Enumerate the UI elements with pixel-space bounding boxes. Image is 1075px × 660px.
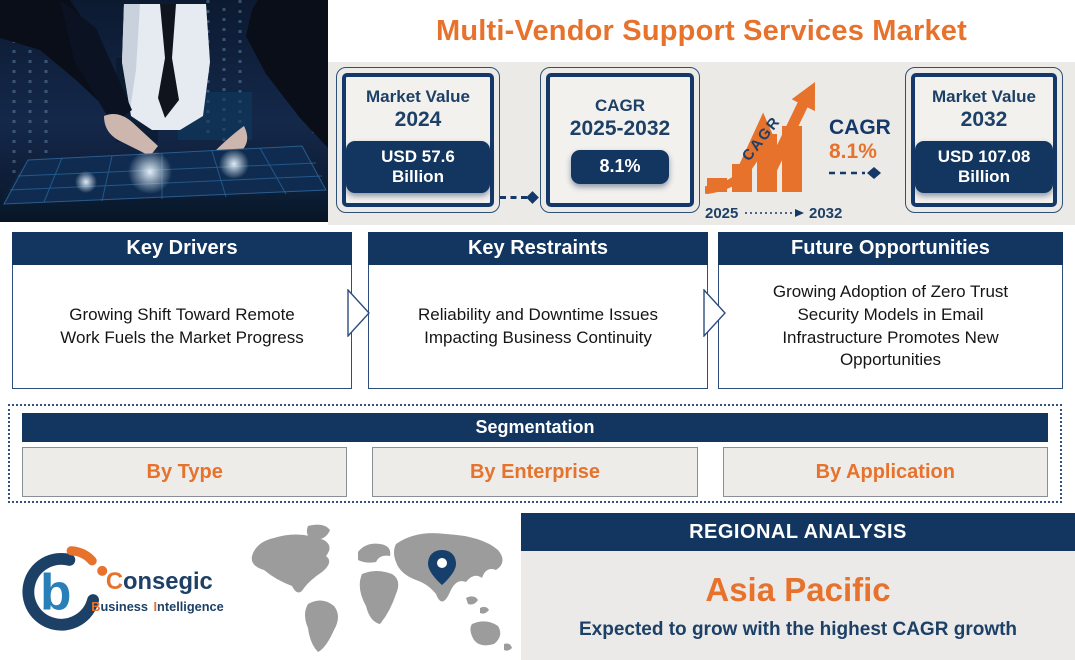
page-title-bar: Multi-Vendor Support Services Market [328, 0, 1075, 62]
location-pin-icon [428, 550, 456, 585]
chart-cagr-label: CAGR [829, 116, 891, 139]
market-value-2032-year: 2032 [960, 107, 1008, 131]
map-australia [470, 621, 501, 646]
map-europe [358, 543, 391, 563]
chart-cagr-value: 8.1% [829, 140, 877, 163]
logo-tag-lead2: I [154, 599, 158, 614]
page-title: Multi-Vendor Support Services Market [436, 14, 967, 47]
future-opportunities-text: Growing Adoption of Zero Trust Security … [772, 282, 1009, 370]
map-africa [359, 571, 399, 624]
key-drivers-header: Key Drivers [12, 232, 352, 265]
svg-text:b: b [40, 563, 71, 620]
logo-name-lead: C [106, 568, 123, 595]
regional-analysis-panel: Asia Pacific Expected to grow with the h… [521, 551, 1075, 660]
market-value-2032-card: Market Value 2032 USD 107.08 Billion [905, 67, 1063, 213]
segmentation-section: Segmentation By Type By Enterprise By Ap… [8, 404, 1062, 503]
key-restraints-header: Key Restraints [368, 232, 708, 265]
market-value-2032-label: Market Value [932, 86, 1036, 106]
regional-analysis-header: REGIONAL ANALYSIS [521, 513, 1075, 551]
key-restraints-box: Key Restraints Reliability and Downtime … [368, 232, 708, 389]
market-value-2024-card: Market Value 2024 USD 57.6 Billion [336, 67, 500, 213]
map-north-america [251, 534, 330, 593]
arrowhead-icon [791, 82, 815, 112]
key-drivers-text: Growing Shift Toward Remote Work Fuels t… [60, 304, 304, 347]
cagr-period: 2025-2032 [569, 117, 671, 141]
cagr-label: CAGR [594, 96, 646, 116]
map-greenland [306, 524, 330, 540]
consegic-logo-mark-icon: b [22, 546, 108, 631]
chevron-right-icon [703, 289, 726, 337]
region-name: Asia Pacific [705, 570, 891, 608]
segment-by-enterprise: By Enterprise [372, 447, 698, 497]
map-south-america [305, 600, 338, 652]
diamond-icon [867, 167, 881, 179]
segmentation-header: Segmentation [22, 413, 1048, 442]
zigzag-arrow [736, 101, 808, 177]
chevron-right-icon [347, 289, 370, 337]
segment-by-application: By Application [722, 447, 1048, 497]
growth-swoosh [705, 130, 771, 194]
logo-tag-part1: usiness [100, 599, 148, 614]
logo-name-rest: onsegic [123, 568, 213, 595]
chart-from-year: 2025 [705, 205, 738, 222]
chart-to-year: 2032 [809, 205, 842, 222]
small-arrowhead-icon [795, 209, 804, 217]
key-drivers-box: Key Drivers Growing Shift Toward Remote … [12, 232, 352, 389]
person-center-silhouette [122, 4, 210, 130]
cagr-value: 8.1% [571, 150, 669, 184]
person-left-silhouette [0, 0, 158, 156]
svg-text:Consegic: Consegic [106, 568, 213, 595]
market-value-2032-value: USD 107.08 Billion [915, 140, 1053, 194]
tie [158, 4, 179, 118]
future-opportunities-box: Future Opportunities Growing Adoption of… [718, 232, 1063, 389]
region-subtitle: Expected to grow with the highest CAGR g… [578, 618, 1018, 640]
segment-by-type: By Type [22, 447, 348, 497]
stats-strip: Market Value 2024 USD 57.6 Billion CAGR … [328, 62, 1075, 225]
touchscreen-table [0, 145, 328, 222]
market-value-2024-label: Market Value [366, 86, 470, 106]
future-opportunities-header: Future Opportunities [718, 232, 1063, 265]
growth-arrow-chart: CAGR CAGR 8.1% 2025 2032 [705, 82, 891, 222]
team-touchscreen-photo [0, 0, 328, 222]
world-map [251, 524, 512, 652]
cagr-card: CAGR 2025-2032 8.1% [540, 67, 700, 213]
market-value-2024-value: USD 57.6 Billion [346, 140, 490, 194]
logo-tag-part2: ntelligence [157, 599, 224, 614]
consegic-logo: b Consegic Business Intelligence [22, 546, 224, 631]
pointing-hand-left [104, 114, 158, 156]
logo-tag-lead1: B [91, 599, 100, 614]
dashed-connector-icon [500, 190, 539, 204]
key-restraints-text: Reliability and Downtime Issues Impactin… [418, 304, 658, 347]
market-value-2024-year: 2024 [394, 107, 442, 131]
